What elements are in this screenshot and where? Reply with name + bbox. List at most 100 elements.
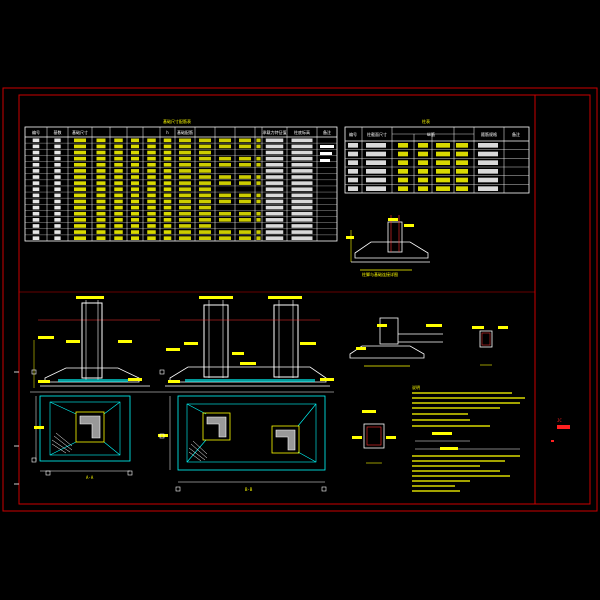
ft-cell-mark xyxy=(291,211,313,216)
notes-heading: 说明 xyxy=(412,385,420,390)
column-table-title: 柱表 xyxy=(422,119,430,124)
ft-cell-mark xyxy=(199,205,211,210)
ft-cell-mark xyxy=(219,199,231,204)
ct-header-cell: 编号 xyxy=(349,131,357,137)
annotation-mark xyxy=(76,296,104,299)
ft-cell-mark xyxy=(256,193,261,198)
ft-cell-mark xyxy=(179,224,191,228)
ft-cell-mark xyxy=(96,236,106,240)
ft-cell-mark xyxy=(219,156,231,161)
ft-cell-mark xyxy=(199,181,211,185)
annotation-mark xyxy=(158,434,168,437)
ft-cell-mark xyxy=(32,169,40,173)
ct-cell-mark xyxy=(418,169,428,174)
annotation-mark xyxy=(199,296,233,299)
ft-cell-mark xyxy=(32,187,40,192)
ft-cell-mark xyxy=(74,224,86,228)
ft-cell-mark xyxy=(265,236,284,240)
ft-cell-mark xyxy=(74,162,86,167)
ft-cell-mark xyxy=(147,199,156,204)
ft-cell-mark xyxy=(265,199,284,204)
ct-cell-mark xyxy=(478,169,498,174)
ct-cell-mark xyxy=(436,169,450,174)
annotation-mark xyxy=(388,218,398,221)
ft-cell-mark xyxy=(199,236,211,240)
ft-cell-mark xyxy=(256,156,261,161)
ft-cell-mark xyxy=(291,224,313,228)
section-marker xyxy=(321,486,327,492)
ft-cell-mark xyxy=(179,181,191,185)
ft-cell-mark xyxy=(265,218,284,222)
ft-cell-mark xyxy=(147,162,156,167)
ft-cell-mark xyxy=(32,211,40,216)
ft-cell-mark xyxy=(74,181,86,185)
ft-cell-mark xyxy=(32,193,40,198)
red-tag-mark xyxy=(557,425,570,429)
ft-cell-mark xyxy=(179,150,191,155)
ft-cell-mark xyxy=(131,218,139,222)
ft-cell-mark xyxy=(219,175,231,179)
ft-cell-mark xyxy=(147,175,156,179)
ft-cell-mark xyxy=(131,138,139,143)
annotation-mark xyxy=(168,380,180,383)
ft-cell-mark xyxy=(219,211,231,216)
ft-cell-mark xyxy=(114,187,123,192)
ft-cell-mark xyxy=(163,199,172,204)
annotation-mark xyxy=(166,348,180,351)
ft-cell-mark xyxy=(239,138,251,143)
ft-cell-mark xyxy=(114,193,123,198)
annotation-mark xyxy=(320,378,334,381)
ct-cell-mark xyxy=(398,151,408,157)
ft-cell-mark xyxy=(96,181,106,185)
annotation-mark xyxy=(472,326,484,329)
ft-cell-mark xyxy=(131,193,139,198)
ft-cell-mark xyxy=(265,181,284,185)
ct-cell-mark xyxy=(436,151,450,157)
ft-cell-mark xyxy=(131,169,139,173)
ft-cell-mark xyxy=(147,169,156,173)
ft-cell-mark xyxy=(265,162,284,167)
ft-cell-mark xyxy=(32,156,40,161)
ft-cell-mark xyxy=(74,138,86,143)
ct-cell-mark xyxy=(398,177,408,183)
ft-cell-mark xyxy=(74,205,86,210)
ft-cell-mark xyxy=(114,181,123,185)
annotation-mark xyxy=(356,347,366,350)
ft-cell-mark xyxy=(54,236,61,240)
column-table: 编号柱截面尺寸纵筋箍筋规格备注 xyxy=(344,126,530,194)
ft-cell-mark xyxy=(32,205,40,210)
annotation-mark xyxy=(432,432,452,435)
ft-cell-mark xyxy=(54,218,61,222)
ct-cell-mark xyxy=(366,169,386,174)
ft-cell-mark xyxy=(265,211,284,216)
annotation-mark xyxy=(426,324,442,327)
ft-cell-mark xyxy=(219,193,231,198)
ct-cell-mark xyxy=(398,169,408,174)
ft-cell-mark xyxy=(54,205,61,210)
ft-cell-mark xyxy=(239,211,251,216)
ft-cell-mark xyxy=(199,175,211,179)
ct-cell-mark xyxy=(348,169,358,174)
ft-cell-mark xyxy=(131,224,139,228)
section-marker xyxy=(159,433,165,439)
ft-cell-mark xyxy=(256,138,261,143)
ct-header-cell: 备注 xyxy=(512,131,520,137)
ft-cell-mark xyxy=(291,205,313,210)
ct-cell-mark xyxy=(418,151,428,157)
ft-cell-mark xyxy=(265,169,284,173)
ft-cell-mark xyxy=(74,211,86,216)
ct-cell-mark xyxy=(436,143,450,148)
ft-cell-mark xyxy=(147,236,156,240)
ft-cell-mark xyxy=(239,193,251,198)
ft-cell-mark xyxy=(163,150,172,155)
ft-cell-mark xyxy=(163,218,172,222)
ft-cell-mark xyxy=(131,187,139,192)
annotation-mark xyxy=(38,380,50,383)
ft-cell-mark xyxy=(114,162,123,167)
ft-cell-mark xyxy=(199,156,211,161)
rebar-section-detail xyxy=(363,423,520,464)
ft-cell-mark xyxy=(163,169,172,173)
ft-cell-mark xyxy=(131,150,139,155)
ft-cell-mark xyxy=(54,230,61,234)
ft-cell-mark xyxy=(54,175,61,179)
